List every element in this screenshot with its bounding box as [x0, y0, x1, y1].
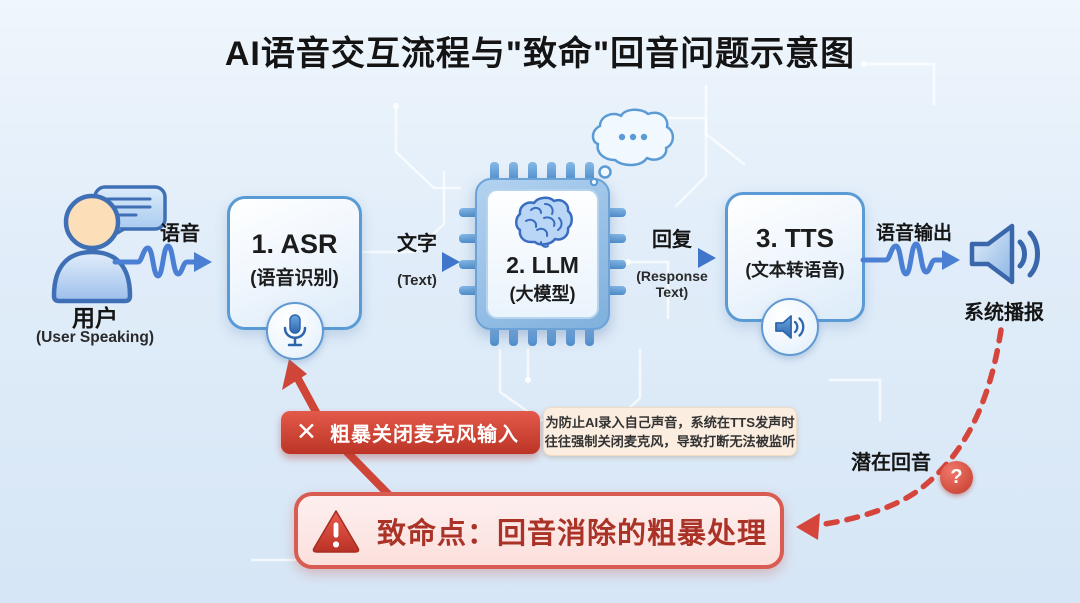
thought-bubble-icon — [589, 108, 675, 187]
tts-speaker-circle — [761, 298, 819, 356]
x-mark-icon: ✕ — [296, 418, 317, 446]
question-mark-icon: ? — [940, 461, 973, 494]
user-sublabel: (User Speaking) — [35, 329, 154, 346]
system-speaker-icon — [969, 223, 1040, 285]
mute-callout-label: 粗暴关闭麦克风输入 — [329, 424, 519, 446]
speaker-small-icon — [775, 315, 805, 339]
page-title: AI语音交互流程与"致命"回音问题示意图 — [224, 35, 856, 73]
echo-dashed-arrow — [815, 327, 1004, 528]
fatal-point-label: 致命点：回音消除的粗暴处理 — [376, 517, 767, 550]
fatal-point-box: 致命点：回音消除的粗暴处理 — [294, 492, 784, 569]
warning-triangle-icon — [312, 509, 360, 553]
note-box: 为防止AI录入自己声音，系统在TTS发声时 往往强制关闭麦克风，导致打断无法被监… — [543, 407, 797, 456]
response-arrow-label: 回复 — [652, 229, 692, 251]
llm-title: 2. LLM — [506, 252, 579, 278]
user-label: 用户 — [72, 305, 118, 331]
asr-subtitle: (语音识别) — [250, 268, 339, 289]
user-person-icon — [51, 193, 133, 304]
system-output-label: 系统播报 — [964, 302, 1044, 324]
brain-icon — [514, 196, 573, 248]
note-line-2: 往往强制关闭麦克风，导致打断无法被监听 — [544, 433, 796, 449]
response-arrow-sub2: Text) — [655, 284, 689, 300]
voice-output-label: 语音输出 — [875, 223, 952, 244]
question-mark-glyph: ? — [950, 466, 963, 488]
response-arrow-sub1: (Response — [636, 268, 708, 284]
mute-to-mic-arrowhead-icon — [282, 359, 307, 390]
potential-echo-label: 潜在回音 — [851, 452, 931, 474]
microphone-icon — [283, 314, 307, 347]
response-arrow-icon — [630, 248, 716, 268]
llm-node: 2. LLM (大模型) — [486, 189, 599, 319]
mute-to-mic-line — [293, 373, 320, 416]
text-arrow-icon — [374, 252, 460, 272]
speech-wave-arrow-icon — [112, 243, 212, 279]
llm-subtitle: (大模型) — [509, 284, 576, 304]
asr-mic-circle — [266, 302, 324, 360]
asr-title: 1. ASR — [251, 229, 338, 259]
speech-arrow-label: 语音 — [160, 223, 200, 245]
note-line-1: 为防止AI录入自己声音，系统在TTS发声时 — [545, 414, 795, 430]
voice-output-wave-arrow-icon — [860, 241, 960, 277]
echo-arrowhead-icon — [796, 513, 820, 540]
mute-callout: ✕ 粗暴关闭麦克风输入 — [281, 411, 540, 454]
tts-title: 3. TTS — [755, 223, 834, 253]
llm-chip-body: 2. LLM (大模型) — [475, 178, 610, 330]
text-arrow-sublabel: (Text) — [397, 272, 437, 289]
tts-subtitle: (文本转语音) — [745, 260, 845, 280]
fatal-to-mute-line — [343, 448, 395, 501]
